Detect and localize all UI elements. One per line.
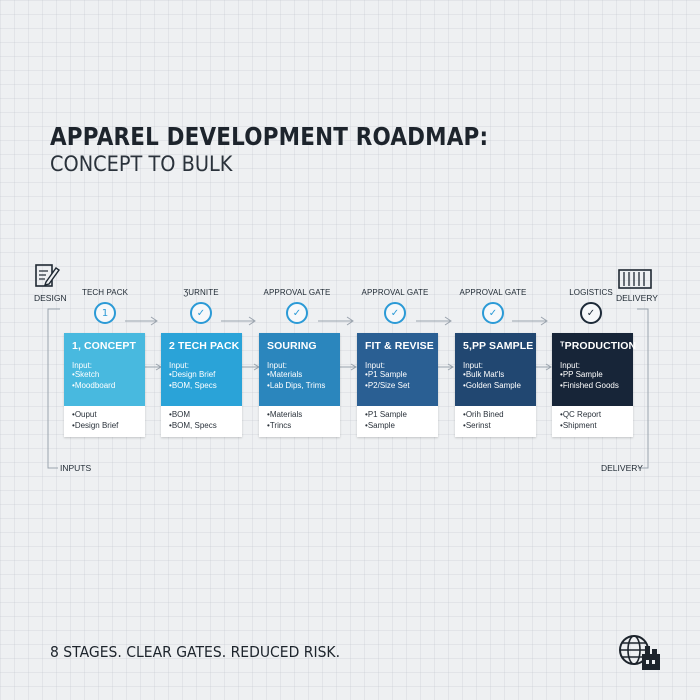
stage-inputs: Materials Lab Dips, Trims [267,370,340,391]
stage-title: 2 TECH PACK [169,340,240,352]
stage-outputs-panel: BOM BOM, Specs [161,406,242,431]
list-item: Materials [267,370,340,381]
stage-inputs: Sketch Moodboard [72,370,145,391]
inputs-label: INPUTS [60,463,92,473]
page-subtitle: CONCEPT TO BULK [50,152,233,176]
stage-title: 5,PP SAMPLE [463,340,534,352]
list-item: Trincs [267,421,340,432]
stage-inputs: P1 Sample P2/Size Set [365,370,438,391]
stage-outputs: BOM BOM, Specs [169,410,242,431]
list-item: Design Brief [169,370,242,381]
list-item: P1 Sample [365,370,438,381]
stage-header: 5,PP SAMPLE Input: Bulk Mat'ls Golden Sa… [455,333,536,406]
check-icon: ✓ [580,302,602,324]
stage-outputs-panel: Ouput Design Brief [64,406,145,431]
stage-card-production: ᵀPRODUCTION Input: PP Sample Finished Go… [552,333,637,437]
gate-label: TECH PACK [81,288,129,297]
gate-2: ƷURNITE ✓ [151,288,251,324]
list-item: Design Brief [72,421,145,432]
stage-input-label: Input: [72,361,93,370]
stage-card-sourcing: SOURING Input: Materials Lab Dips, Trims… [259,333,340,437]
gate-label: ƷURNITE [183,288,219,297]
delivery-label-bottom: DELIVERY [601,463,643,473]
list-item: Moodboard [72,381,145,392]
list-item: Materials [267,410,340,421]
list-item: Sketch [72,370,145,381]
stage-input-label: Input: [560,361,581,370]
stage-card-pp-sample: 5,PP SAMPLE Input: Bulk Mat'ls Golden Sa… [455,333,536,437]
stage-inputs: Bulk Mat'ls Golden Sample [463,370,536,391]
gate-1: TECH PACK 1 [55,288,155,324]
stage-outputs-panel: Orih Bined Serinst [455,406,536,431]
stage-outputs: Ouput Design Brief [72,410,145,431]
footer-tagline: 8 STAGES. CLEAR GATES. REDUCED RISK. [50,643,341,661]
check-icon: ✓ [482,302,504,324]
list-item: Sample [365,421,438,432]
list-item: Serinst [463,421,536,432]
stage-header: 2 TECH PACK Input: Design Brief BOM, Spe… [161,333,242,406]
check-icon: ✓ [286,302,308,324]
list-item: Bulk Mat'ls [463,370,536,381]
list-item: BOM, Specs [169,381,242,392]
list-item: Finished Goods [560,381,633,392]
list-item: P1 Sample [365,410,438,421]
gate-label: APPROVAL GATE [263,288,331,297]
globe-factory-icon [619,635,660,670]
list-item: Shipment [560,421,633,432]
stage-card-concept: 1, CONCEPT Input: Sketch Moodboard Ouput… [64,333,145,437]
stage-title: FIT & REVISE [365,340,434,352]
stage-input-label: Input: [463,361,484,370]
document-pencil-icon [35,264,60,287]
stage-outputs-panel: P1 Sample Sample [357,406,438,431]
gate-6: LOGISTICS ✓ [541,288,641,324]
stage-title: SOURING [267,340,317,352]
stage-input-label: Input: [365,361,386,370]
stage-card-fit-revise: FIT & REVISE Input: P1 Sample P2/Size Se… [357,333,438,437]
stage-header: FIT & REVISE Input: P1 Sample P2/Size Se… [357,333,438,406]
stage-header: SOURING Input: Materials Lab Dips, Trims [259,333,340,406]
gate-label: APPROVAL GATE [361,288,429,297]
stage-title: ᵀPRODUCTION [560,340,637,352]
stage-title: 1, CONCEPT [72,340,137,352]
gate-label: LOGISTICS [569,288,613,297]
list-item: BOM [169,410,242,421]
delivery-label-top: DELIVERY [616,293,658,303]
list-item: BOM, Specs [169,421,242,432]
list-item: Lab Dips, Trims [267,381,340,392]
stage-header: ᵀPRODUCTION Input: PP Sample Finished Go… [552,333,637,406]
list-item: Orih Bined [463,410,536,421]
list-item: P2/Size Set [365,381,438,392]
design-label: DESIGN [34,293,67,303]
stage-inputs: Design Brief BOM, Specs [169,370,242,391]
stage-inputs: PP Sample Finished Goods [560,370,633,391]
list-item: QC Report [560,410,633,421]
gate-label: APPROVAL GATE [459,288,527,297]
gate-4: APPROVAL GATE ✓ [345,288,445,324]
gate-number-icon: 1 [94,302,116,324]
stage-header: 1, CONCEPT Input: Sketch Moodboard [64,333,145,406]
gate-5: APPROVAL GATE ✓ [443,288,543,324]
list-item: Golden Sample [463,381,536,392]
stage-outputs: Materials Trincs [267,410,340,431]
stage-input-label: Input: [169,361,190,370]
stage-outputs-panel: QC Report Shipment [552,406,633,431]
stage-outputs: Orih Bined Serinst [463,410,536,431]
check-icon: ✓ [190,302,212,324]
stage-outputs: P1 Sample Sample [365,410,438,431]
page-title: APPAREL DEVELOPMENT ROADMAP: [50,122,489,151]
stage-outputs-panel: Materials Trincs [259,406,340,431]
list-item: PP Sample [560,370,633,381]
stage-card-tech-pack: 2 TECH PACK Input: Design Brief BOM, Spe… [161,333,242,437]
list-item: Ouput [72,410,145,421]
stage-outputs: QC Report Shipment [560,410,633,431]
shipping-container-icon [618,269,652,289]
stage-input-label: Input: [267,361,288,370]
check-icon: ✓ [384,302,406,324]
gate-3: APPROVAL GATE ✓ [247,288,347,324]
